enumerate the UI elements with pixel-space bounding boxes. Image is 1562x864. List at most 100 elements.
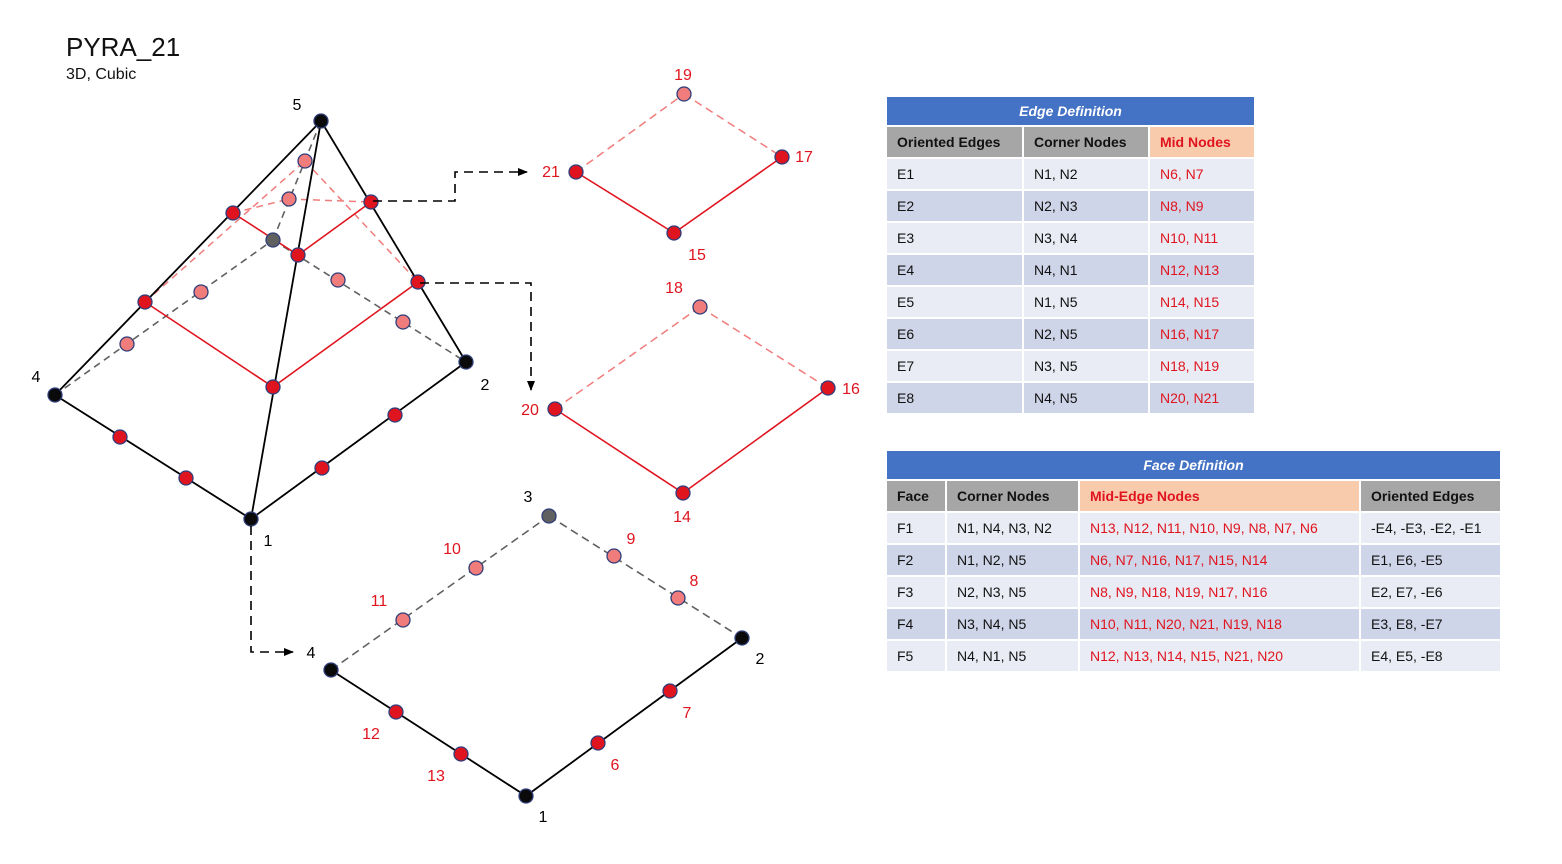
edge-1-2 <box>250 361 467 520</box>
node-18 <box>297 153 313 169</box>
middle-square-hidden-18-16 <box>699 306 829 389</box>
node-10 <box>193 284 209 300</box>
top-square-hidden-19-17 <box>683 93 783 158</box>
edge-1-5 <box>250 120 322 520</box>
edge-2-5 <box>320 120 467 363</box>
label-node-5: 5 <box>293 97 302 114</box>
base-node-1 <box>518 788 534 804</box>
edge-cell: N18, N19 <box>1150 351 1254 381</box>
middle-square-edge-20-14 <box>554 408 684 494</box>
table-row: F4 N3, N4, N5 N10, N11, N20, N21, N19, N… <box>887 609 1500 639</box>
hidden-section-21-19 <box>232 198 290 214</box>
base-label-11: 11 <box>371 593 388 610</box>
pyramid-hidden-section-edges <box>144 160 419 303</box>
middle-square-label-16: 16 <box>842 381 860 398</box>
base-label-9: 9 <box>627 531 636 548</box>
edge-cell: N3, N4 <box>1024 223 1148 253</box>
edge-cell: N2, N5 <box>1024 319 1148 349</box>
edge-header-corner-nodes: Corner Nodes <box>1024 127 1148 157</box>
face-cell: F2 <box>887 545 945 575</box>
table-row: F2 N1, N2, N5 N6, N7, N16, N17, N15, N14… <box>887 545 1500 575</box>
section-edge-20-14 <box>144 301 274 388</box>
base-node-13 <box>453 746 469 762</box>
table-row: E6 N2, N5 N16, N17 <box>887 319 1254 349</box>
face-header-face: Face <box>887 481 945 511</box>
pyramid-visible-edges <box>54 120 467 520</box>
base-hidden-4-3 <box>330 515 550 671</box>
face-cell: N1, N2, N5 <box>947 545 1078 575</box>
node-15 <box>290 247 306 263</box>
top-square-node-17 <box>774 149 790 165</box>
edge-cell: E4 <box>887 255 1022 285</box>
base-hidden-3-2 <box>548 515 743 639</box>
base-node-12 <box>388 704 404 720</box>
base-label-2: 2 <box>756 651 765 668</box>
edge-cell: N8, N9 <box>1150 191 1254 221</box>
face-header-corner-nodes: Corner Nodes <box>947 481 1078 511</box>
middle-square: 18 16 20 14 <box>521 280 860 526</box>
edge-header-mid-nodes: Mid Nodes <box>1150 127 1254 157</box>
edge-cell: N4, N5 <box>1024 383 1148 413</box>
node-21 <box>225 205 241 221</box>
arrow-to-middle-square <box>420 282 535 391</box>
edge-cell: N1, N5 <box>1024 287 1148 317</box>
face-cell: N13, N12, N11, N10, N9, N8, N7, N6 <box>1080 513 1359 543</box>
face-cell: F1 <box>887 513 945 543</box>
base-label-6: 6 <box>611 757 620 774</box>
node-16 <box>410 274 426 290</box>
middle-square-label-20: 20 <box>521 402 539 419</box>
hidden-edge-3-5 <box>272 120 322 241</box>
table-row: F3 N2, N3, N5 N8, N9, N18, N19, N17, N16… <box>887 577 1500 607</box>
table-row: E3 N3, N4 N10, N11 <box>887 223 1254 253</box>
middle-square-edge-14-16 <box>682 387 829 494</box>
table-row: E7 N3, N5 N18, N19 <box>887 351 1254 381</box>
face-cell: N12, N13, N14, N15, N21, N20 <box>1080 641 1359 671</box>
pyramid-diagram: 5 4 2 1 19 17 21 15 18 16 20 14 <box>32 67 860 826</box>
face-cell: N3, N4, N5 <box>947 609 1078 639</box>
edge-4-5 <box>54 120 322 396</box>
edge-cell: N6, N7 <box>1150 159 1254 189</box>
face-cell: E1, E6, -E5 <box>1361 545 1500 575</box>
middle-square-node-20 <box>547 401 563 417</box>
label-node-2: 2 <box>481 377 490 394</box>
face-cell: F5 <box>887 641 945 671</box>
node-11 <box>119 336 135 352</box>
top-square-label-17: 17 <box>795 149 813 166</box>
base-edge-1-2 <box>525 637 743 797</box>
face-definition-table: Face Definition Face Corner Nodes Mid-Ed… <box>885 449 1502 673</box>
base-node-4 <box>323 662 339 678</box>
node-5 <box>313 113 329 129</box>
face-cell: N8, N9, N18, N19, N17, N16 <box>1080 577 1359 607</box>
edge-cell: E5 <box>887 287 1022 317</box>
base-square: 3 2 4 1 10 9 8 11 7 12 6 13 <box>307 489 765 826</box>
base-label-7: 7 <box>683 705 692 722</box>
face-cell: E4, E5, -E8 <box>1361 641 1500 671</box>
base-label-4: 4 <box>307 645 316 662</box>
top-square-node-19 <box>676 86 692 102</box>
hidden-section-20-18 <box>144 160 306 303</box>
edge-cell: N3, N5 <box>1024 351 1148 381</box>
edge-cell: E6 <box>887 319 1022 349</box>
node-14 <box>265 379 281 395</box>
face-cell: N10, N11, N20, N21, N19, N18 <box>1080 609 1359 639</box>
top-square-label-21: 21 <box>542 164 560 181</box>
face-cell: N4, N1, N5 <box>947 641 1078 671</box>
base-label-12: 12 <box>362 726 380 743</box>
edge-4-1 <box>54 394 252 520</box>
middle-square-label-18: 18 <box>665 280 683 297</box>
section-edge-14-16 <box>272 281 419 388</box>
edge-cell: N12, N13 <box>1150 255 1254 285</box>
base-label-3: 3 <box>524 489 533 506</box>
top-square-hidden-21-19 <box>575 93 685 173</box>
edge-cell: E3 <box>887 223 1022 253</box>
face-cell: F4 <box>887 609 945 639</box>
node-4 <box>47 387 63 403</box>
pyramid-node-labels: 5 4 2 1 <box>32 97 490 550</box>
node-13 <box>178 470 194 486</box>
arrow-to-top-square <box>373 168 528 202</box>
edge-cell: N14, N15 <box>1150 287 1254 317</box>
connector-arrows <box>250 168 535 656</box>
edge-header-oriented-edges: Oriented Edges <box>887 127 1022 157</box>
table-row: E8 N4, N5 N20, N21 <box>887 383 1254 413</box>
node-17 <box>363 194 379 210</box>
